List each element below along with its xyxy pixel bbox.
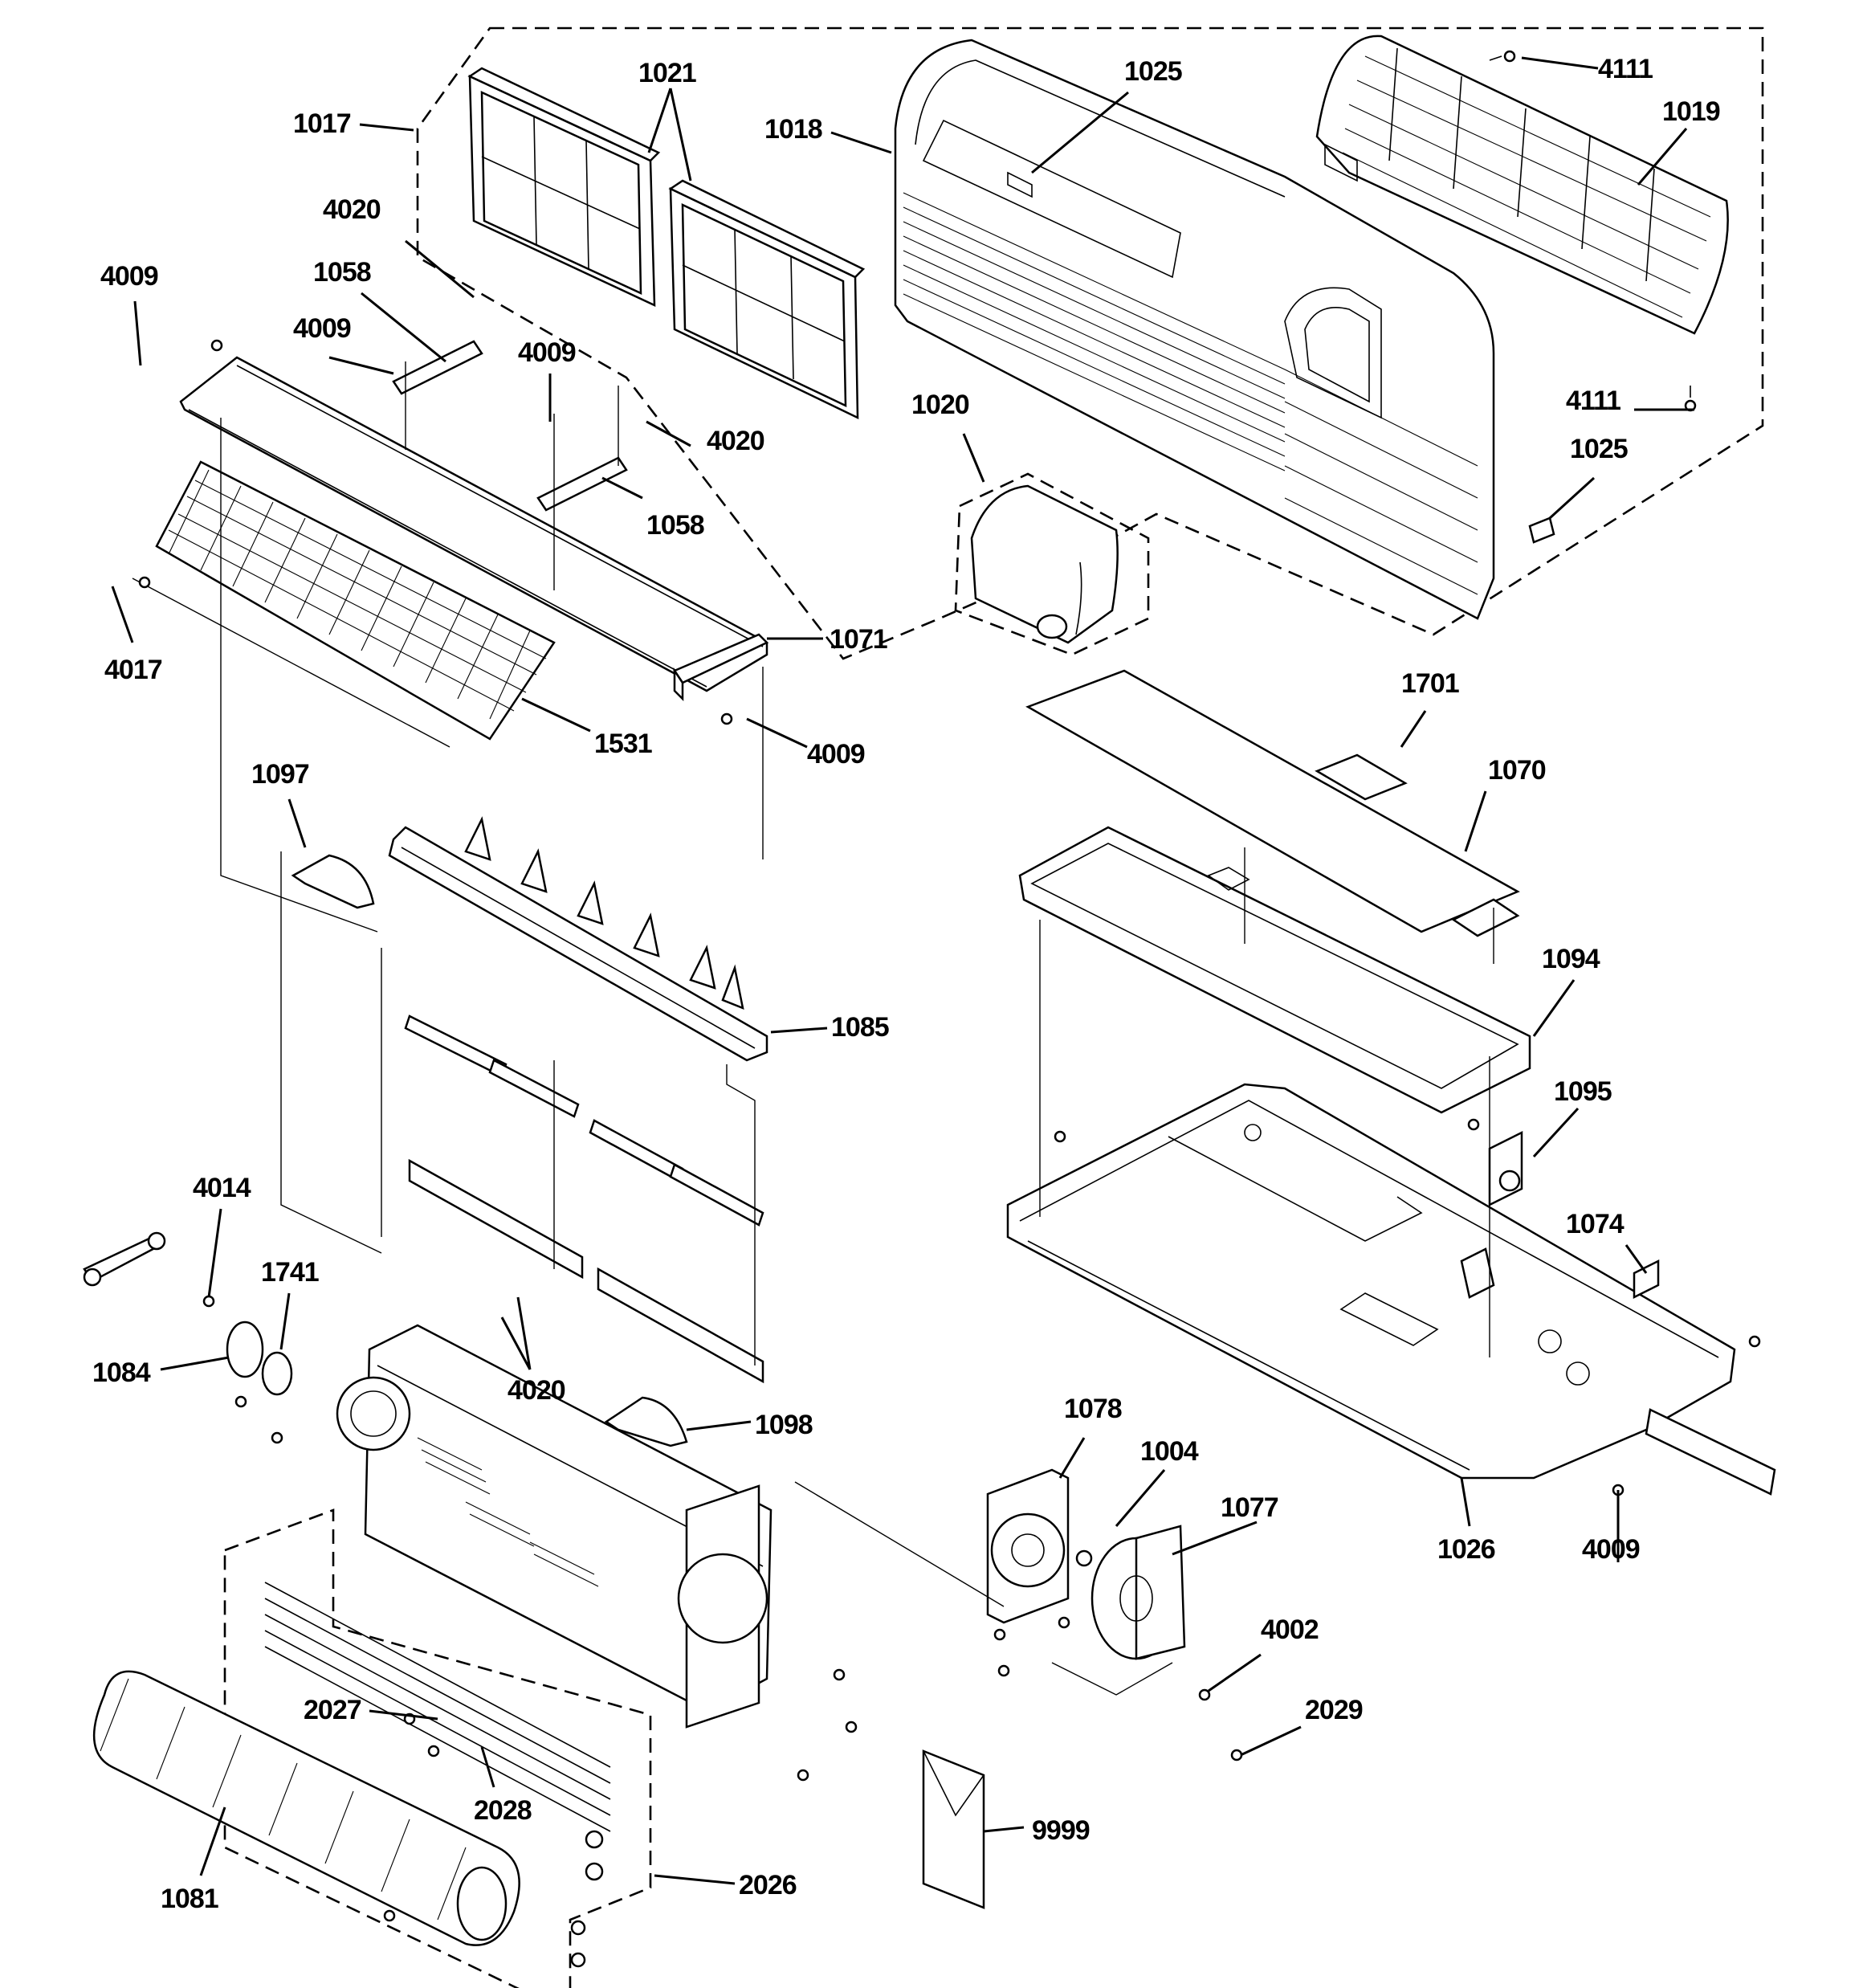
blower-wheel	[92, 1670, 520, 1946]
top-rail-assembly	[179, 339, 769, 702]
callout-label: 1021	[638, 58, 696, 88]
callout-label: 4111	[1598, 54, 1653, 84]
callout-label: 1097	[251, 759, 309, 790]
right-fan-shield	[604, 1396, 688, 1447]
callout-labels: 1017 1021 1018 1025 4111 1019 4020 4009 …	[92, 54, 1721, 1914]
base-pan	[1006, 1083, 1776, 1496]
callout-label: 4009	[293, 313, 351, 344]
front-cover-panel	[894, 39, 1495, 620]
callout-label: 1701	[1401, 668, 1459, 699]
callout-label: 4009	[518, 337, 576, 368]
callout-label: 1531	[594, 729, 652, 759]
callout-label: 1020	[911, 390, 969, 420]
callout-label: 1074	[1566, 1209, 1625, 1239]
callout-label: 1084	[92, 1357, 151, 1388]
fan-motor-mount	[83, 1231, 293, 1396]
callout-label: 1094	[1542, 944, 1600, 974]
callout-label: 9999	[1032, 1815, 1090, 1846]
callout-label: 1081	[161, 1884, 218, 1914]
access-door-kit	[954, 472, 1150, 656]
callout-label: 4002	[1261, 1614, 1319, 1645]
drain-pan	[1018, 826, 1531, 1114]
callout-label: 2027	[304, 1695, 361, 1725]
callout-label: 4111	[1566, 386, 1620, 416]
callout-label: 2029	[1305, 1695, 1363, 1725]
callout-label: 1085	[831, 1012, 889, 1043]
callout-label: 1017	[293, 108, 351, 139]
callout-label: 1071	[830, 624, 887, 655]
blower-housing-assembly	[336, 1324, 773, 1729]
callout-label: 1098	[755, 1410, 813, 1440]
callout-label: 1004	[1140, 1436, 1199, 1467]
loose-screws	[138, 576, 1761, 1922]
callout-label: 4009	[100, 261, 158, 292]
guide-lines-right	[1039, 847, 1494, 1357]
callout-label: 1058	[313, 257, 371, 288]
callout-label: 1078	[1064, 1394, 1122, 1424]
callout-label: 4009	[807, 739, 865, 769]
callout-label: 2028	[474, 1795, 532, 1826]
callout-label: 2026	[739, 1870, 797, 1900]
motor-mount-guides	[794, 1481, 1173, 1696]
callout-label: 1019	[1662, 96, 1720, 127]
callout-label: 1025	[1124, 56, 1182, 87]
leader-lines	[111, 56, 1694, 1885]
insulation-sheet	[1025, 669, 1520, 937]
guide-lines-top-left	[132, 361, 764, 933]
wiring-diagram-envelope	[922, 1749, 985, 1909]
discharge-louver-grille	[1315, 35, 1729, 335]
callout-label: 1095	[1554, 1076, 1612, 1107]
callout-label: 1018	[764, 114, 822, 145]
heater-element-kit	[223, 1508, 652, 1988]
callout-label: 4020	[323, 194, 381, 225]
callout-label: 4020	[707, 426, 764, 456]
vane-deflector-bar	[388, 816, 768, 1062]
air-filter-left	[467, 67, 661, 307]
thermistor-bracket	[1488, 1130, 1660, 1300]
callout-label: 1070	[1488, 755, 1546, 786]
callout-label: 4020	[508, 1375, 565, 1406]
callout-label: 4017	[104, 655, 162, 685]
fan-motor	[1075, 1525, 1186, 1660]
callout-label: 1025	[1570, 434, 1628, 464]
louver-clip-strips	[404, 1014, 764, 1384]
left-fan-shield	[291, 854, 375, 909]
front-cover-kit-boundary	[416, 27, 1764, 660]
air-filter-right	[668, 179, 866, 420]
callout-label: 1077	[1221, 1492, 1278, 1523]
screws-cover	[1489, 50, 1697, 544]
callout-label: 4014	[193, 1173, 251, 1203]
callout-label: 1026	[1437, 1534, 1495, 1565]
motor-bracket	[986, 1468, 1070, 1624]
callout-label: 1058	[646, 510, 704, 541]
callout-label: 1741	[261, 1257, 319, 1288]
filter-mesh-screen	[155, 460, 556, 741]
guide-lines-middle	[280, 851, 756, 1365]
callout-label: 4009	[1582, 1534, 1640, 1565]
